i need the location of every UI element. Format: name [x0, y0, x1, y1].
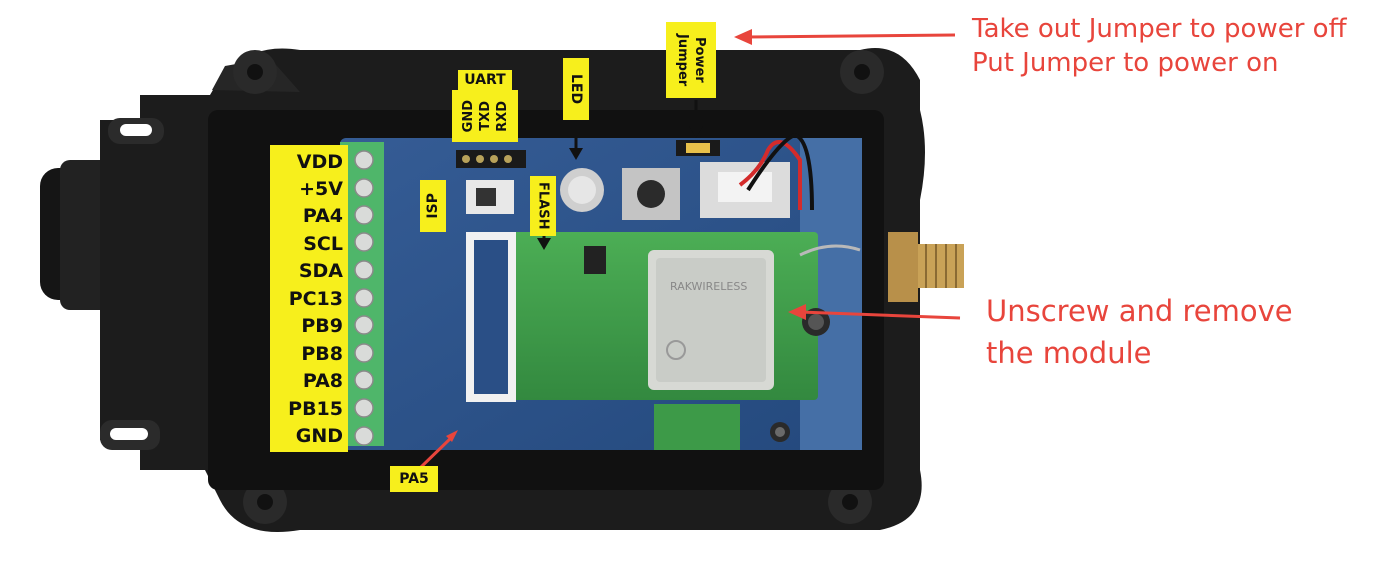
- pin-labels-background: [270, 145, 348, 452]
- pin-label-pa4: PA4: [302, 205, 343, 227]
- flash-label: FLASH: [530, 176, 556, 236]
- jumper-note-line1: Take out Jumper to power off: [972, 14, 1347, 44]
- flash-label-text: FLASH: [535, 182, 551, 230]
- led-arrow: [569, 124, 583, 160]
- pin-label-pb8: PB8: [301, 343, 343, 365]
- pin-label-vdd: VDD: [296, 151, 343, 173]
- uart-pin-rxd: RXD: [494, 100, 510, 132]
- uart-pin-gnd: GND: [460, 99, 476, 133]
- power-jumper-arrow: [689, 100, 703, 138]
- led-label-text: LED: [568, 73, 584, 105]
- pin-label-gnd: GND: [295, 425, 343, 447]
- isp-label-text: ISP: [425, 193, 441, 219]
- jumper-note-line2: Put Jumper to power on: [972, 48, 1279, 78]
- uart-pins-block: GND TXD RXD: [452, 90, 518, 142]
- module-note-line1: Unscrew and remove: [986, 294, 1293, 328]
- sma-connector: [888, 232, 918, 302]
- jumper-note: Take out Jumper to power off Put Jumper …: [972, 12, 1347, 80]
- pin-label-5v: +5V: [299, 178, 343, 200]
- pin-label-scl: SCL: [303, 233, 343, 255]
- power-jumper-label-line2: Jumper: [675, 33, 690, 87]
- pa5-arrow: [418, 430, 458, 470]
- pin-label-sda: SDA: [298, 260, 343, 282]
- uart-header: [456, 150, 526, 168]
- module-note: Unscrew and remove the module: [986, 290, 1293, 374]
- pin-label-pb9: PB9: [301, 315, 343, 337]
- svg-text:RAKWIRELESS: RAKWIRELESS: [670, 280, 747, 293]
- power-jumper-label: Power Jumper: [666, 22, 716, 98]
- jumper-arrow: [734, 29, 956, 45]
- module-arrow: [788, 304, 961, 320]
- pa5-label: PA5: [390, 466, 438, 492]
- led-label: LED: [563, 58, 589, 120]
- pin-label-pc13: PC13: [288, 288, 343, 310]
- module-note-line2: the module: [986, 336, 1152, 370]
- uart-title: UART: [458, 70, 512, 90]
- pin-label-pb15: PB15: [288, 398, 343, 420]
- uart-pin-txd: TXD: [477, 101, 493, 131]
- isp-label: ISP: [420, 180, 446, 232]
- pin-label-pa8: PA8: [302, 370, 343, 392]
- power-jumper-label-line1: Power: [692, 37, 707, 83]
